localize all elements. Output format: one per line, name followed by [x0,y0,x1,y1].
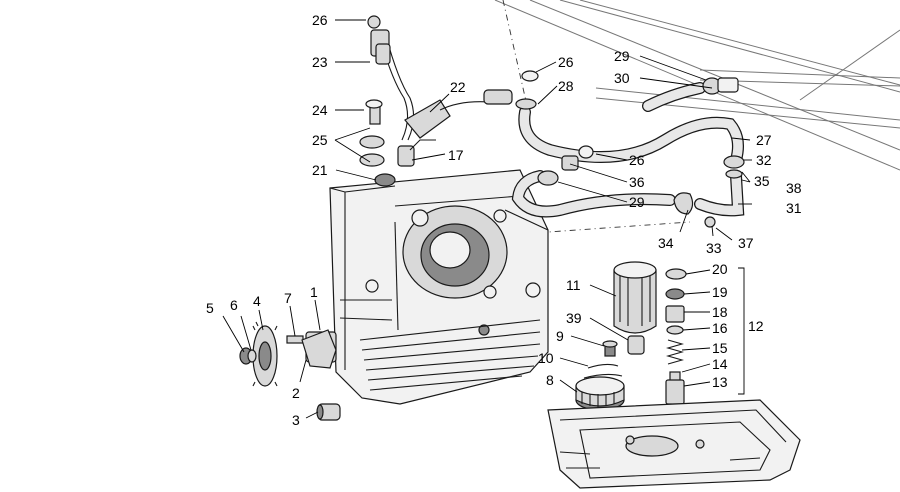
callout-26-top: 26 [312,12,328,28]
callout-35: 35 [754,173,770,189]
callout-34: 34 [658,235,674,251]
callout-2: 2 [292,385,300,401]
callout-8: 8 [546,372,554,388]
callout-11: 11 [566,277,581,293]
callout-3: 3 [292,412,300,428]
callout-23: 23 [312,54,328,70]
callout-9: 9 [556,328,564,344]
callout-14: 14 [712,356,728,372]
callout-19: 19 [712,284,728,300]
callout-21: 21 [312,162,328,178]
callout-22: 22 [450,79,466,95]
callout-20: 20 [712,261,728,277]
callout-33: 33 [706,240,722,256]
callout-15: 15 [712,340,728,356]
callout-26-right: 26 [629,152,645,168]
callout-10: 10 [538,350,554,366]
breather-pipe [359,15,513,187]
oil-filter-group [575,261,687,411]
callout-1: 1 [310,284,318,300]
callout-16: 16 [712,320,728,336]
oil-sump [547,399,801,489]
callout-5: 5 [206,300,214,316]
callout-25: 25 [312,132,328,148]
callout-31: 31 [786,200,802,216]
callout-26-mid: 26 [558,54,574,70]
callout-32: 32 [756,152,772,168]
callout-17: 17 [448,147,464,163]
callout-12: 12 [748,318,764,334]
gear-assembly [239,321,341,421]
oil-hoses [511,70,745,228]
callout-29-top: 29 [614,48,630,64]
callout-30: 30 [614,70,630,86]
callout-13: 13 [712,374,728,390]
callout-28: 28 [558,78,574,94]
callout-37: 37 [738,235,754,251]
callout-27: 27 [756,132,772,148]
callout-labels: 26 23 22 24 25 17 21 26 28 29 30 27 32 3… [206,12,802,428]
callout-6: 6 [230,297,238,313]
callout-24: 24 [312,102,328,118]
callout-4: 4 [253,293,261,309]
leader-lines [222,19,752,419]
engine-crankcase [305,169,549,405]
callout-7: 7 [284,290,292,306]
callout-18: 18 [712,304,728,320]
callout-38: 38 [786,180,802,196]
callout-29-bottom: 29 [629,194,645,210]
callout-36: 36 [629,174,645,190]
callout-39: 39 [566,310,582,326]
